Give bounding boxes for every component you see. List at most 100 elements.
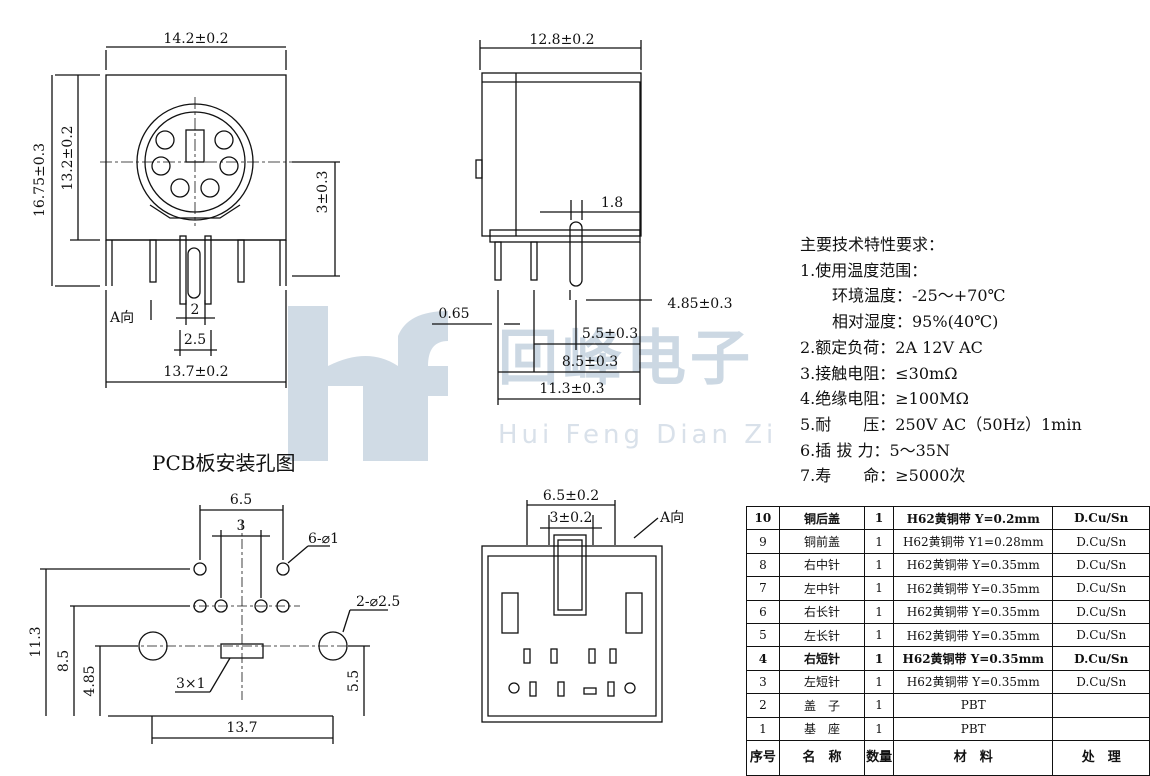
bom-cell-finish	[1052, 716, 1150, 741]
side-view	[432, 40, 652, 405]
pcb-dim-65: 6.5	[230, 492, 252, 508]
side-dim-dist2: 8.5±0.3	[562, 354, 618, 370]
bom-cell-finish: D.Cu/Sn	[1052, 622, 1150, 648]
bom-cell-material: H62黄铜带 Y=0.35mm	[893, 576, 1054, 601]
bom-cell-finish: D.Cu/Sn	[1052, 552, 1150, 578]
pcb-dim-55: 5.5	[346, 670, 362, 692]
spec-item: 环境温度：-25～+70℃	[832, 286, 1006, 306]
bom-cell-name: 左短针	[778, 669, 866, 695]
bom-cell-finish	[1052, 693, 1150, 718]
bom-cell-material: PBT	[893, 693, 1054, 718]
bom-header-name: 名 称	[778, 739, 866, 776]
front-dim-height-body: 13.2±0.2	[60, 125, 76, 190]
watermark-logo	[288, 306, 448, 461]
pcb-hole-small-label: 6-⌀1	[308, 531, 339, 547]
bom-cell-no: 1	[746, 716, 780, 741]
side-dim-pin-thick: 0.65	[438, 306, 469, 322]
bom-cell-no: 7	[746, 576, 780, 601]
bom-cell-finish: D.Cu/Sn	[1052, 669, 1150, 695]
bottom-arrow-label: A向	[659, 510, 684, 526]
pcb-dim-485: 4.85	[82, 665, 98, 696]
bom-cell-qty: 1	[864, 693, 895, 718]
front-dim-width-top: 14.2±0.2	[163, 31, 228, 47]
spec-item: 1.使用温度范围：	[800, 260, 928, 280]
spec-item: 7.寿 命：≥5000次	[800, 466, 966, 486]
bottom-dim-3: 3±0.2	[550, 510, 593, 526]
bom-cell-name: 基 座	[778, 716, 866, 741]
bom-cell-no: 10	[746, 505, 780, 531]
pcb-dim-85: 8.5	[56, 650, 72, 672]
bom-cell-no: 6	[746, 599, 780, 624]
bom-cell-qty: 1	[864, 529, 895, 554]
side-dim-dist1: 5.5±0.3	[582, 326, 638, 342]
bom-cell-material: H62黄铜带 Y=0.35mm	[893, 552, 1054, 578]
bom-cell-qty: 1	[864, 716, 895, 741]
side-dim-dist3: 11.3±0.3	[539, 381, 604, 397]
bom-header-material: 材 料	[893, 739, 1054, 776]
bom-cell-name: 左中针	[778, 576, 866, 601]
spec-item: 6.插 拔 力：5～35N	[800, 440, 950, 460]
bom-cell-no: 8	[746, 552, 780, 578]
side-dim-height-pin: 4.85±0.3	[667, 296, 732, 312]
bom-cell-qty: 1	[864, 622, 895, 648]
bom-cell-no: 2	[746, 693, 780, 718]
spec-list: 主要技术特性要求： 1.使用温度范围： 环境温度：-25～+70℃ 相对湿度：9…	[800, 232, 1150, 489]
bom-cell-qty: 1	[864, 576, 895, 601]
bottom-dim-65: 6.5±0.2	[543, 488, 599, 504]
spec-item: 3.接触电阻：≤30mΩ	[800, 363, 958, 383]
bom-cell-material: PBT	[893, 716, 1054, 741]
side-dim-depth: 12.8±0.2	[529, 32, 594, 48]
watermark-brand-en: Hui Feng Dian Zi	[498, 420, 778, 450]
spec-item: 相对湿度：95%(40℃)	[832, 312, 999, 332]
front-view	[51, 46, 340, 388]
bom-cell-qty: 1	[864, 646, 895, 671]
bom-cell-finish: D.Cu/Sn	[1052, 646, 1150, 671]
bom-cell-qty: 1	[864, 599, 895, 624]
bom-cell-material: H62黄铜带 Y1=0.28mm	[893, 529, 1054, 554]
bom-cell-name: 左长针	[778, 622, 866, 648]
bom-cell-material: H62黄铜带 Y=0.35mm	[893, 622, 1054, 648]
bom-cell-no: 3	[746, 669, 780, 695]
bottom-view	[481, 500, 663, 723]
pcb-dim-137: 13.7	[226, 720, 257, 736]
front-dim-pin-width: 2.5	[184, 332, 206, 348]
bom-cell-name: 铜后盖	[778, 505, 866, 531]
front-dim-height-total: 16.75±0.3	[32, 143, 48, 217]
bom-cell-name: 右中针	[778, 552, 866, 578]
bom-header-row: 序号名 称数量材 料处 理	[746, 739, 1150, 776]
front-dim-width-bottom: 13.7±0.2	[163, 364, 228, 380]
bom-cell-no: 4	[746, 646, 780, 671]
pcb-hole-large-label: 2-⌀2.5	[356, 594, 400, 610]
front-arrow-label: A向	[109, 310, 134, 326]
bom-cell-finish: D.Cu/Sn	[1052, 576, 1150, 601]
bom-header-no: 序号	[746, 739, 780, 776]
bom-cell-qty: 1	[864, 505, 895, 531]
bom-cell-qty: 1	[864, 669, 895, 695]
bom-cell-material: H62黄铜带 Y=0.35mm	[893, 669, 1054, 695]
pcb-dim-113: 11.3	[28, 626, 44, 657]
bom-cell-name: 铜前盖	[778, 529, 866, 554]
front-dim-pin-offset: 3±0.3	[315, 171, 331, 214]
pcb-slot-label: 3×1	[176, 676, 206, 692]
front-dim-pin-gap: 2	[191, 302, 200, 318]
bom-cell-finish: D.Cu/Sn	[1052, 599, 1150, 624]
side-dim-pin-dist: 1.8	[601, 195, 623, 211]
bom-header-qty: 数量	[864, 739, 895, 776]
pcb-title: PCB板安装孔图	[152, 451, 296, 475]
spec-item: 2.额定负荷：2A 12V AC	[800, 337, 983, 357]
bom-cell-qty: 1	[864, 552, 895, 578]
bom-header-finish: 处 理	[1052, 739, 1150, 776]
bom-cell-name: 右短针	[778, 646, 866, 671]
spec-heading: 主要技术特性要求：	[800, 235, 945, 254]
